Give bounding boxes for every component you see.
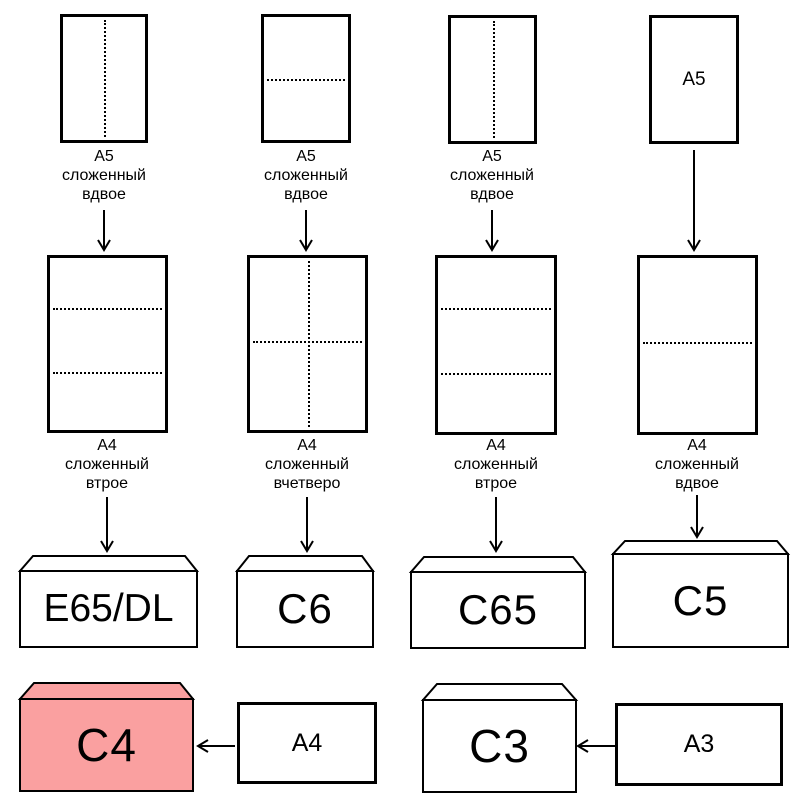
label-a5-folded-col3: А5 сложенный вдвое	[422, 147, 562, 204]
envelope-c6-label: C6	[277, 585, 333, 632]
paper-a5-col2	[261, 14, 351, 143]
envelope-body	[19, 698, 194, 792]
label-line: А4	[687, 437, 707, 454]
label-line: вдвое	[675, 475, 719, 492]
paper-a4-col1	[47, 255, 168, 433]
label-a4-folded-col1: А4 сложенный втрое	[37, 436, 177, 493]
label-line: сложенный	[265, 456, 349, 473]
paper-a3-source-label: А3	[683, 730, 715, 758]
envelope-body	[410, 571, 586, 649]
fold-line-horizontal	[441, 372, 551, 375]
envelope-flap	[234, 555, 375, 572]
paper-a4-col2	[247, 255, 368, 433]
envelope-c5	[610, 540, 791, 648]
envelope-c4-label: C4	[76, 719, 137, 771]
label-line: А4	[297, 437, 317, 454]
label-line: сложенный	[62, 167, 146, 184]
label-a4-folded-col3: А4 сложенный втрое	[426, 436, 566, 493]
envelope-e65dl-label: E65/DL	[43, 587, 174, 630]
paper-a5-col3	[448, 15, 537, 144]
envelope-flap	[17, 682, 196, 700]
envelope-body	[19, 570, 198, 648]
paper-a5-col4-label: А5	[682, 68, 706, 90]
envelope-c3	[420, 683, 579, 793]
label-line: втрое	[85, 475, 129, 492]
fold-line-vertical	[104, 20, 106, 137]
envelope-e65dl	[17, 555, 200, 648]
fold-line-horizontal	[441, 308, 551, 311]
envelope-body	[612, 553, 789, 648]
envelope-flap	[17, 555, 200, 572]
envelope-c5-label: C5	[672, 576, 729, 624]
arrow-left-icon	[196, 739, 235, 753]
label-a5-folded-col1: А5 сложенный вдвое	[34, 147, 174, 204]
label-line: А4	[97, 437, 117, 454]
paper-a4-source	[237, 702, 377, 784]
label-line: А5	[296, 148, 316, 165]
paper-a4-col4	[637, 255, 758, 435]
arrow-down-icon	[300, 497, 314, 553]
label-line: вдвое	[470, 186, 514, 203]
label-a4-folded-col4: А4 сложенный вдвое	[627, 436, 767, 493]
paper-a3-source	[615, 703, 783, 786]
label-line: втрое	[474, 475, 518, 492]
label-line: сложенный	[655, 456, 739, 473]
fold-line-vertical	[492, 21, 495, 138]
label-a4-folded-col2: А4 сложенный вчетверо	[237, 436, 377, 493]
paper-a4-col3	[435, 255, 557, 435]
label-line: А5	[482, 148, 502, 165]
fold-line-horizontal	[53, 371, 162, 374]
envelope-flap	[420, 683, 579, 701]
label-line: сложенный	[454, 456, 538, 473]
label-line: А4	[486, 437, 506, 454]
label-a5-folded-col2: А5 сложенный вдвое	[236, 147, 376, 204]
envelope-c65	[408, 556, 588, 649]
envelope-body	[236, 570, 374, 648]
envelope-flap	[408, 556, 588, 573]
label-line: сложенный	[450, 167, 534, 184]
arrow-left-icon	[576, 739, 615, 753]
arrow-down-icon	[485, 210, 499, 252]
label-line: вдвое	[82, 186, 126, 203]
paper-a5-col1	[60, 14, 148, 143]
fold-line-horizontal	[53, 307, 162, 310]
label-line: вдвое	[284, 186, 328, 203]
envelope-flap	[610, 540, 791, 555]
arrow-down-icon	[489, 497, 503, 553]
envelope-c3-label: C3	[469, 720, 530, 772]
label-line: сложенный	[264, 167, 348, 184]
envelope-c4	[17, 682, 196, 792]
paper-a5-col4	[649, 15, 739, 144]
label-line: сложенный	[65, 456, 149, 473]
fold-line-horizontal	[643, 341, 752, 344]
arrow-down-icon	[690, 495, 704, 539]
fold-line-horizontal	[253, 340, 362, 343]
paper-a4-source-label: А4	[291, 728, 323, 757]
envelope-c65-label: C65	[457, 586, 539, 633]
arrow-down-icon	[97, 210, 111, 252]
fold-line-vertical	[307, 261, 310, 427]
arrow-down-icon	[100, 497, 114, 553]
arrow-down-icon	[299, 210, 313, 252]
envelope-body	[422, 699, 577, 793]
envelope-c6	[234, 555, 375, 648]
arrow-down-icon	[687, 150, 701, 252]
label-line: вчетверо	[273, 475, 341, 492]
fold-line-horizontal	[267, 78, 345, 81]
label-line: А5	[94, 148, 114, 165]
